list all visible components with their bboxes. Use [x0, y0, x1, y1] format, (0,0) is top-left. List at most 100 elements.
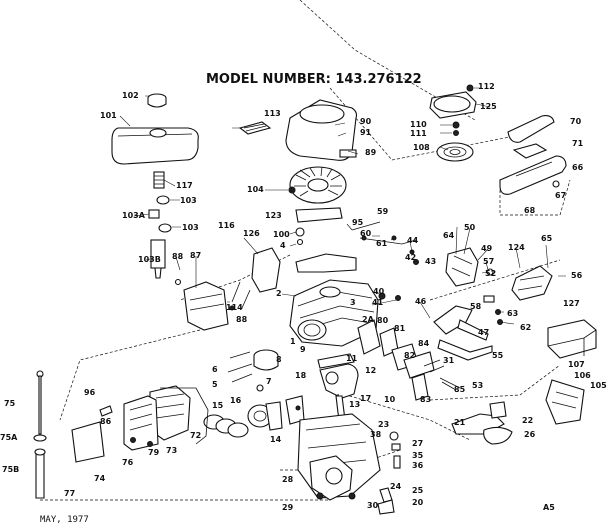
carburetor	[433, 247, 553, 341]
part-label: 91	[360, 128, 372, 137]
part-label: 106	[574, 371, 591, 380]
part-label: 6	[212, 365, 218, 374]
part-label: 83	[420, 395, 431, 404]
part-label: 60	[360, 229, 372, 238]
part-label: 117	[176, 181, 193, 190]
part-label: 40	[373, 287, 385, 296]
part-label: 38	[370, 430, 382, 439]
part-label: 103A	[122, 211, 146, 220]
part-label: 27	[412, 439, 423, 448]
part-label: 3	[350, 298, 356, 307]
spare-box	[547, 319, 597, 359]
part-label: 9	[300, 345, 306, 354]
part-label: 116	[218, 221, 235, 230]
part-label: 22	[522, 416, 533, 425]
part-label: 2A	[362, 315, 375, 324]
part-label: 89	[365, 148, 377, 157]
part-label: 8	[276, 355, 282, 364]
part-label: 49	[481, 244, 493, 253]
part-label: 75	[4, 399, 16, 408]
part-label: 65	[541, 234, 553, 243]
part-label: 46	[415, 297, 427, 306]
part-label: 17	[360, 394, 371, 403]
valve-cover	[111, 93, 199, 165]
part-label: 79	[148, 448, 160, 457]
part-label: 87	[190, 251, 201, 260]
sheet-code: A5	[543, 503, 555, 512]
part-label: 86	[100, 417, 112, 426]
part-label: 59	[377, 207, 389, 216]
cylinder-block	[289, 279, 401, 347]
part-label: 43	[425, 257, 436, 266]
part-label: 29	[282, 503, 294, 512]
part-label: 35	[412, 451, 424, 460]
part-label: 18	[295, 371, 307, 380]
part-label: 55	[492, 351, 504, 360]
part-label: 103	[180, 196, 197, 205]
part-label: 114	[226, 303, 243, 312]
part-label: 105	[590, 381, 607, 390]
part-label: 113	[264, 109, 281, 118]
part-label: 50	[464, 223, 476, 232]
part-label: 72	[190, 431, 201, 440]
part-label: 11	[346, 354, 358, 363]
part-label: 74	[94, 474, 106, 483]
part-label: 62	[520, 323, 531, 332]
part-label: 21	[454, 418, 466, 427]
piston-rod-crank	[227, 349, 359, 447]
part-label: 102	[122, 91, 139, 100]
part-label: 104	[247, 185, 264, 194]
part-label: 52	[485, 269, 496, 278]
part-label: 80	[377, 316, 389, 325]
lower-right-parts	[377, 401, 513, 515]
part-label: 125	[480, 102, 497, 111]
part-label: 95	[352, 218, 364, 227]
part-label: 25	[412, 486, 424, 495]
part-label: 66	[572, 163, 584, 172]
cylinder-head	[71, 385, 209, 463]
part-label: 100	[273, 230, 290, 239]
part-label: 90	[360, 117, 372, 126]
crankcase-sump	[297, 413, 381, 501]
part-label: 126	[243, 229, 260, 238]
muffler	[545, 379, 585, 425]
part-label: 61	[376, 239, 388, 248]
leader-lines	[119, 87, 566, 325]
part-label: 103B	[138, 255, 161, 264]
part-label: 58	[470, 302, 482, 311]
part-label: 63	[507, 309, 518, 318]
part-label: 15	[212, 401, 224, 410]
part-label: 28	[282, 475, 294, 484]
model-number-title: MODEL NUMBER: 143.276122	[206, 72, 422, 87]
part-label: 4	[280, 241, 286, 250]
part-label: 107	[568, 360, 585, 369]
part-label: 13	[349, 400, 360, 409]
part-label: 57	[483, 257, 494, 266]
part-label: 101	[100, 111, 117, 120]
part-label: 5	[212, 380, 218, 389]
part-label: 127	[563, 299, 580, 308]
part-label: 82	[404, 351, 415, 360]
part-label: 75A	[0, 433, 18, 442]
part-label: 31	[443, 356, 455, 365]
part-label: 70	[570, 117, 582, 126]
part-label: 73	[166, 446, 177, 455]
part-label: 110	[410, 120, 427, 129]
part-label: 14	[270, 435, 282, 444]
part-label: 85	[454, 385, 466, 394]
dipstick	[33, 370, 47, 499]
part-labels: 112 125 110 111 108 70 71 66 67 68 65 56…	[0, 82, 607, 512]
part-label: 123	[265, 211, 282, 220]
part-label: 56	[571, 271, 583, 280]
part-label: 88	[236, 315, 248, 324]
part-label: 24	[390, 482, 402, 491]
part-label: 71	[572, 139, 584, 148]
part-label: 44	[407, 236, 419, 245]
part-label: 111	[410, 129, 427, 138]
part-label: 76	[122, 458, 134, 467]
part-label: 108	[413, 143, 430, 152]
ring-set	[203, 401, 283, 438]
part-label: 20	[412, 498, 424, 507]
part-label: 41	[372, 298, 384, 307]
rewind-starter	[429, 84, 477, 162]
